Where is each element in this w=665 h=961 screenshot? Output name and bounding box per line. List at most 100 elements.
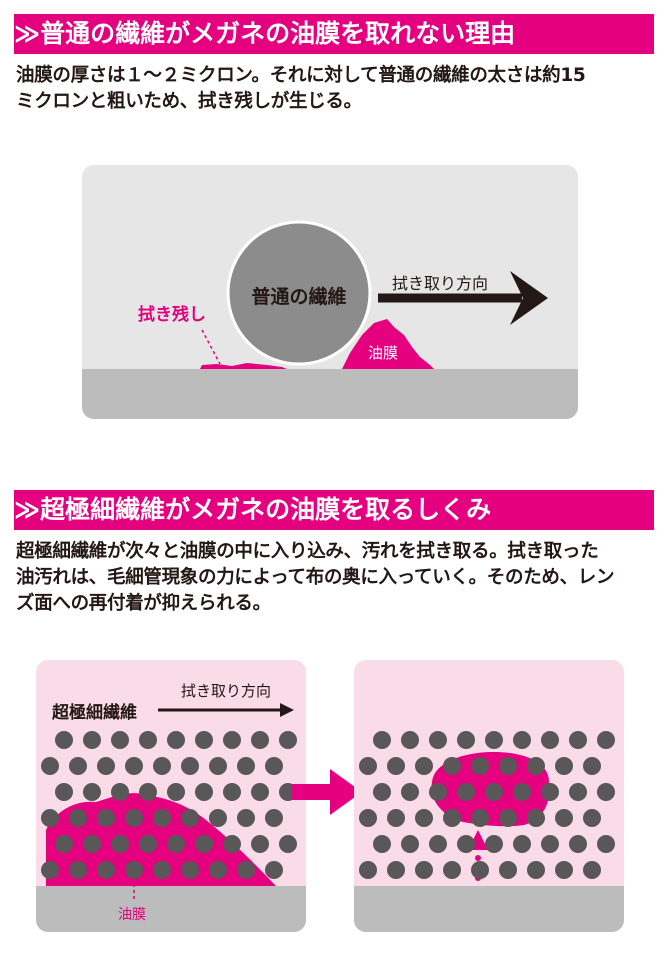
fiber-dot [125,757,143,775]
section2-heading-text: ≫超極細繊維がメガネの油膜を取るしくみ [14,495,492,524]
fiber-dot [429,835,447,853]
fiber-dot [237,861,255,879]
fiber-dot [181,861,199,879]
section2-body-line3: ズ面への再付着が抑えられる。 [16,593,271,614]
fiber-dot [167,783,185,801]
fiber-dot [153,809,171,827]
section1-heading-text: ≫普通の繊維がメガネの油膜を取れない理由 [14,19,516,48]
wipe-direction-arrowhead [510,271,548,325]
fiber-dot [111,783,129,801]
fiber-dot [55,783,73,801]
section2-heading: ≫超極細繊維がメガネの油膜を取るしくみ [14,490,654,530]
wipe-direction-label-left: 拭き取り方向 [181,682,272,700]
fiber-dot [195,835,213,853]
fiber-dot [237,757,255,775]
fiber-dot [373,783,391,801]
diagram-microfiber-before: 超極細繊維 拭き取り方向 油膜 [36,660,306,932]
fiber-dot [387,757,405,775]
fiber-dot [125,809,143,827]
lens-surface-left [36,886,306,932]
fiber-dot [167,835,185,853]
fiber-dot [499,809,517,827]
fiber-dot [237,809,255,827]
fiber-dot [583,861,601,879]
fiber-dot [443,757,461,775]
fiber-dot [209,861,227,879]
fiber-dot [69,809,87,827]
fiber-dot [527,861,545,879]
fiber-dot [97,861,115,879]
fiber-dot [541,783,559,801]
fiber-dot [139,835,157,853]
regular-fiber-circle [226,220,372,366]
diagram-microfiber-before-svg [36,703,306,932]
fiber-dot [499,861,517,879]
fiber-dot [499,757,517,775]
fiber-dot [597,783,615,801]
wipe-direction-label: 拭き取り方向 [392,274,489,293]
fiber-dot [153,757,171,775]
fiber-dot [83,835,101,853]
fiber-dot [401,731,419,749]
fiber-dot [251,835,269,853]
lens-surface-right [354,886,624,932]
residue-leader [201,329,221,365]
diagram-regular-fiber-svg [82,220,578,419]
fiber-dot [55,835,73,853]
fiber-dot [513,835,531,853]
fiber-dot [373,731,391,749]
fiber-dot [111,731,129,749]
fiber-dot [359,809,377,827]
transition-arrowhead [330,769,362,815]
fiber-dot [167,731,185,749]
fiber-dot [387,809,405,827]
fiber-dot [527,809,545,827]
fiber-dot [83,783,101,801]
oil-pile [342,319,434,369]
fiber-dot [41,757,59,775]
fiber-dot [471,861,489,879]
fiber-dot [223,731,241,749]
fiber-dot [209,757,227,775]
section1-body-line1: 油膜の厚さは１～２ミクロン。それに対して普通の繊維の太さは約15 [16,65,586,86]
fiber-dot [125,861,143,879]
fiber-dot [485,731,503,749]
fiber-dot [279,835,297,853]
residue-film [200,363,287,369]
fiber-dot [415,757,433,775]
fiber-dot [555,809,573,827]
fiber-dot [181,809,199,827]
fiber-dot [97,809,115,827]
capillary-dot-1 [475,855,481,861]
fiber-dot [443,861,461,879]
fiber-dot [443,809,461,827]
fiber-dot [195,783,213,801]
oil-film-label: 油膜 [368,344,399,362]
regular-fiber-label: 普通の繊維 [251,286,347,308]
microfiber-label: 超極細繊維 [52,703,137,723]
fiber-dot [583,757,601,775]
fiber-dot [279,731,297,749]
fiber-dot [41,861,59,879]
section2-body-line1: 超極細繊維が次々と油膜の中に入り込み、汚れを拭き取る。拭き取った [16,541,599,562]
fiber-dot [485,783,503,801]
fiber-dot [223,835,241,853]
fiber-dot [541,731,559,749]
fiber-dot [97,757,115,775]
fiber-dot [415,861,433,879]
fiber-dot [429,731,447,749]
fiber-dot [251,783,269,801]
fiber-dot [359,757,377,775]
fiber-dot [471,809,489,827]
fiber-dot [429,783,447,801]
fiber-dot [139,731,157,749]
fiber-dot [265,757,283,775]
fiber-dot [527,757,545,775]
fiber-dot [153,861,171,879]
fiber-dot [569,783,587,801]
fiber-dot [111,835,129,853]
fiber-dot [457,835,475,853]
residue-label: 拭き残し [138,305,206,325]
fiber-dot [223,783,241,801]
oil-film-label-left: 油膜 [118,907,146,923]
